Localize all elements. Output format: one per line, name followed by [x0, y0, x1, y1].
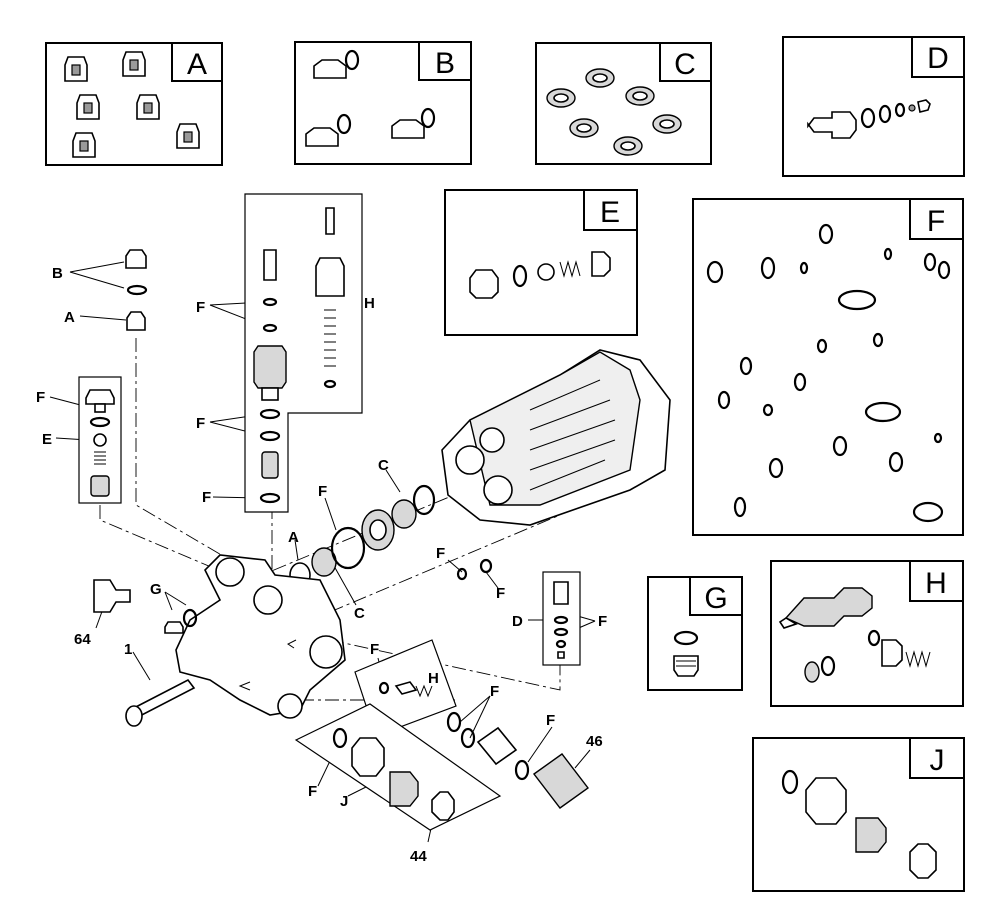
callout-labels: B A F E F H F F C F A F F G C D F F H F …: [36, 265, 607, 865]
kit-j-inlet-parts: [781, 769, 937, 879]
kit-g-label: G: [704, 582, 727, 615]
valve-cap-stack: [125, 249, 148, 331]
callout-part-44: 44: [410, 848, 427, 865]
kit-e-label: E: [600, 196, 620, 229]
d-stack: [553, 581, 569, 659]
kit-h-unloader-parts: [778, 587, 931, 683]
kit-a-box[interactable]: A: [45, 42, 223, 166]
kit-f-label: F: [927, 205, 945, 238]
kit-e-box[interactable]: E: [444, 189, 638, 336]
callout-c-lower: C: [354, 605, 365, 622]
callout-b-top: B: [52, 265, 63, 282]
callout-h-upper: H: [364, 295, 375, 312]
kit-h-box[interactable]: H: [770, 560, 964, 707]
kit-d-valve-parts: [807, 99, 931, 139]
callout-a-center: A: [288, 529, 299, 546]
callout-f-right-upper: F: [436, 545, 445, 562]
kit-g-box[interactable]: G: [647, 576, 743, 691]
kit-j-label: J: [930, 744, 945, 777]
kit-j-box[interactable]: J: [752, 737, 965, 892]
callout-c-upper: C: [378, 457, 389, 474]
callout-d-center: D: [512, 613, 523, 630]
callout-f-h-upper: F: [196, 299, 205, 316]
pump-crankcase: [441, 349, 671, 526]
kit-b-plugs: [305, 49, 436, 147]
callout-e-left: E: [42, 431, 52, 448]
callout-f-outlet-lower: F: [546, 712, 555, 729]
kit-g-plug: [673, 630, 699, 677]
kit-d-label: D: [927, 42, 949, 75]
kit-f-box[interactable]: F: [692, 198, 964, 536]
piston-seal-series: [289, 484, 493, 588]
kit-b-label: B: [435, 47, 455, 80]
callout-f-h-lower: F: [202, 489, 211, 506]
callout-f-right-lower: F: [496, 585, 505, 602]
kit-f-o-rings: [706, 223, 951, 523]
kit-a-valves: [64, 51, 200, 158]
callout-g: G: [150, 581, 162, 598]
callout-f-outlet-upper: F: [490, 683, 499, 700]
h-inset-parts: [378, 681, 433, 698]
kit-d-box[interactable]: D: [782, 36, 965, 177]
callout-f-j: F: [308, 783, 317, 800]
callout-j-center: J: [340, 793, 348, 810]
elbow-fitting: [93, 579, 131, 613]
kit-c-box[interactable]: C: [535, 42, 712, 165]
kit-c-seals: [546, 68, 682, 156]
callout-f-left: F: [36, 389, 45, 406]
kit-h-label: H: [925, 567, 947, 600]
callout-h-lower: H: [428, 670, 439, 687]
callout-part-46: 46: [586, 733, 603, 750]
kit-b-box[interactable]: B: [294, 41, 472, 165]
unloader-stack: [253, 207, 345, 504]
outlet-fittings: [446, 711, 589, 809]
j-inset-parts: [332, 727, 455, 821]
manifold-body: [175, 554, 346, 719]
kit-e-valve-parts: [469, 251, 611, 299]
callout-f-h-middle: F: [196, 415, 205, 432]
callout-part-1: 1: [124, 641, 132, 658]
manifold-bolt: [125, 678, 196, 727]
callout-f-center: F: [318, 483, 327, 500]
kit-a-label: A: [187, 48, 207, 81]
callout-f-d: F: [598, 613, 607, 630]
callout-part-64: 64: [74, 631, 91, 648]
kit-c-label: C: [674, 48, 696, 81]
plug-and-ring-g: [164, 608, 198, 634]
callout-f-h-lower-inset: F: [370, 641, 379, 658]
left-valve-stack: [85, 389, 115, 497]
callout-a-left: A: [64, 309, 75, 326]
